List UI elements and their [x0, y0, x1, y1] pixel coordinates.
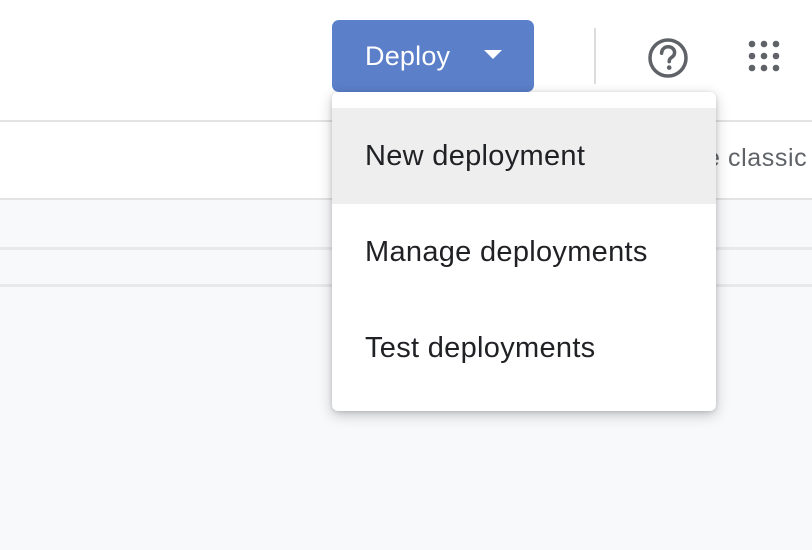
menu-item-test-deployments[interactable]: Test deployments [332, 300, 716, 396]
menu-item-label: New deployment [365, 139, 586, 172]
apps-grid-icon[interactable] [748, 40, 780, 72]
deploy-button-label: Deploy [365, 40, 451, 71]
menu-item-label: Test deployments [365, 331, 596, 364]
help-circle-icon[interactable] [647, 37, 689, 79]
menu-item-new-deployment[interactable]: New deployment [332, 108, 716, 204]
menu-item-manage-deployments[interactable]: Manage deployments [332, 204, 716, 300]
menu-item-label: Manage deployments [365, 235, 648, 268]
classic-editor-link[interactable]: e classic [706, 144, 808, 172]
toolbar-divider [594, 28, 596, 84]
deploy-button[interactable]: Deploy [332, 20, 534, 92]
caret-down-icon [484, 50, 502, 59]
deploy-dropdown-menu: New deployment Manage deployments Test d… [332, 92, 716, 411]
